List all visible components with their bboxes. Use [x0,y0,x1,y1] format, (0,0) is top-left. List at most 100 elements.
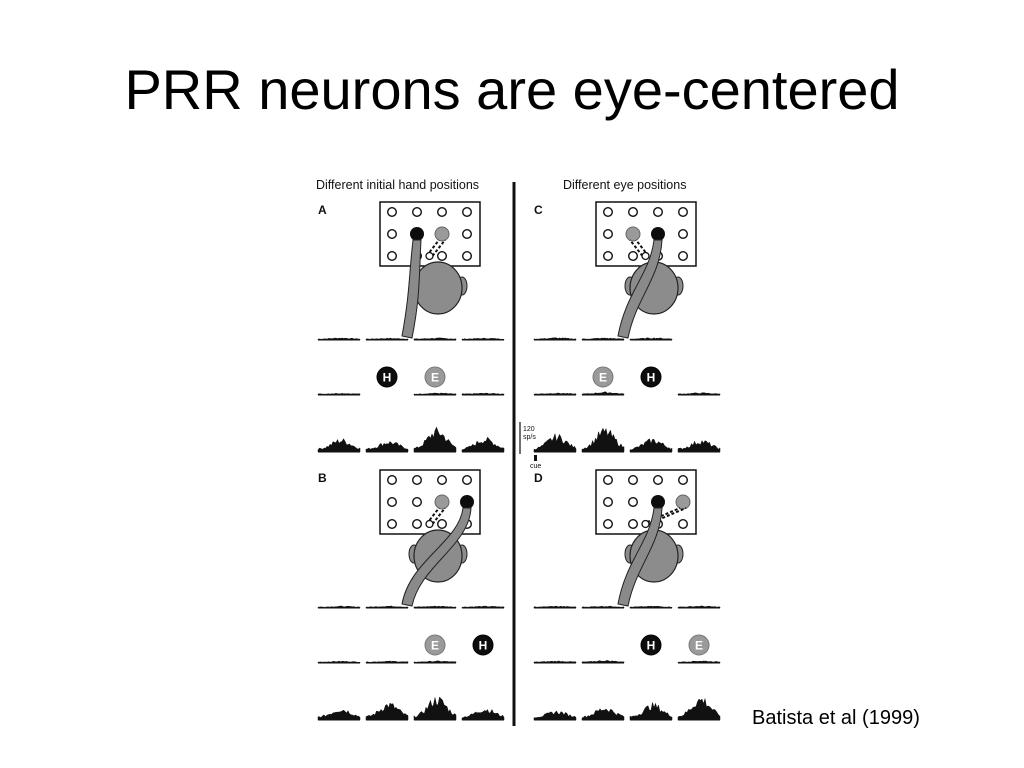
target-light [411,519,422,530]
panel-c: C E H [533,201,721,453]
target-light [436,519,447,530]
spike-histogram [629,702,673,721]
badge-e [688,634,710,656]
badge-label-h: H [647,371,656,385]
target-light [627,497,638,508]
arm-shape [401,239,422,339]
target-light [627,251,638,262]
panel-letter-b: B [318,471,327,485]
target-light [627,206,638,218]
badge-label-h: H [383,371,392,385]
head-shape [413,261,463,315]
badge-label-e: E [695,639,703,653]
spike-histogram [365,605,409,609]
target-light [411,474,422,486]
hand-target [651,227,665,241]
eye-target [675,494,691,510]
spike-histogram [581,708,625,721]
spike-histogram [413,426,457,453]
spike-histogram [533,432,577,453]
badge-e [424,366,446,388]
hand-target [460,495,474,509]
cue-marker [534,455,537,461]
target-light [461,474,472,486]
spike-histogram [461,708,505,721]
scale-bar-value: 120 [523,426,535,433]
spike-histogram [533,392,577,396]
panel-letter-a: A [318,203,327,217]
target-light [602,519,613,530]
hand-target [410,227,424,241]
target-light [677,229,688,240]
badge-label-e: E [599,371,607,385]
spike-histogram [629,438,673,453]
spike-histogram [533,710,577,721]
target-light [461,251,472,262]
target-light [677,474,688,486]
target-light [386,519,397,530]
target-light [602,474,613,486]
target-light [461,206,472,218]
target-light [436,206,447,218]
gaze-line [431,507,446,525]
figure-eye-hand-reach: Different initial hand positions Differe… [316,178,721,726]
spike-histogram [317,709,361,721]
target-light [602,229,613,240]
fixation-point [425,519,434,529]
spike-histogram [677,392,721,396]
fixation-point [641,519,650,529]
spike-histogram [677,605,721,609]
badge-h [640,366,662,388]
panel-a: A H E [317,201,505,453]
target-light [677,519,688,530]
spike-histogram [317,438,361,453]
left-heading: Different initial hand positions [316,178,479,192]
target-light [411,206,422,218]
target-light [627,519,638,530]
spike-histogram [677,440,721,453]
target-light [677,251,688,262]
badge-label-h: H [479,639,488,653]
badge-label-e: E [431,639,439,653]
gaze-line [629,239,644,257]
spike-histogram [365,702,409,721]
target-light [602,206,613,218]
target-light [602,497,613,508]
badge-h [376,366,398,388]
target-light [436,474,447,486]
target-light [386,206,397,218]
eye-target [434,494,450,510]
target-light [386,229,397,240]
badge-label-e: E [431,371,439,385]
gaze-line [425,507,440,525]
target-light [652,474,663,486]
target-light [602,251,613,262]
panel-b: B E H [317,469,505,721]
right-heading: Different eye positions [563,178,686,192]
eye-target [434,226,450,242]
panel-letter-c: C [534,203,543,217]
spike-histogram [629,337,673,341]
spike-histogram [413,660,457,664]
badge-e [424,634,446,656]
spike-histogram [581,660,625,664]
spike-histogram [533,337,577,341]
badge-h [640,634,662,656]
scale-bar-unit: sp/s [523,434,536,441]
badge-e [592,366,614,388]
gaze-line [425,239,440,257]
spike-histogram [413,696,457,721]
fixation-point [425,251,434,261]
target-light [652,206,663,218]
spike-histogram [581,427,625,453]
target-light [386,251,397,262]
target-light [386,497,397,508]
arm-shape [401,507,472,607]
badge-label-h: H [647,639,656,653]
gaze-line [431,239,446,257]
eye-target [625,226,641,242]
badge-h [472,634,494,656]
spike-histogram [461,436,505,453]
